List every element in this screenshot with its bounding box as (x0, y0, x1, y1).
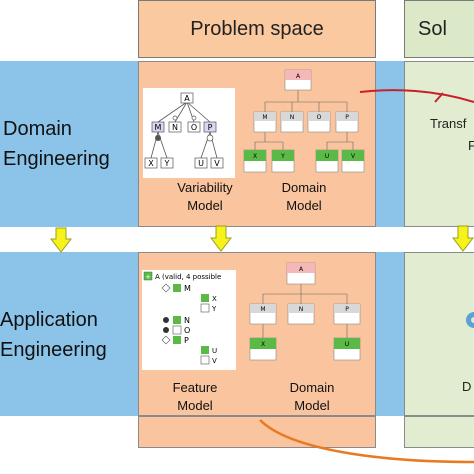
solution-application-panel (404, 252, 474, 416)
dbot-l2-0: X (261, 341, 265, 348)
var-node-a: A (184, 94, 190, 103)
dtop-l1-2: O (317, 114, 322, 121)
domain-bottom-caption-line2: Model (294, 398, 330, 413)
domain-engineering-label: Domain Engineering (3, 114, 138, 174)
solution-space-header: Sol (404, 0, 474, 58)
variability-model-image: A M N O P X Y U V (143, 88, 235, 178)
dtop-l1-0: M (262, 114, 267, 121)
feature-item-y: Y (211, 305, 217, 313)
feature-model-image: + A (valid, 4 possible M X Y N O P U V (142, 270, 236, 370)
variability-caption-line1: Variability (177, 180, 233, 195)
feature-caption-line2: Model (177, 398, 213, 413)
feature-item-m: M (184, 284, 191, 293)
variability-caption-line2: Model (187, 198, 223, 213)
feature-caption-line1: Feature (172, 380, 218, 395)
solution-domain-panel (404, 61, 474, 227)
dbot-l1-1: N (299, 306, 304, 313)
dtop-l2-3: V (351, 153, 356, 160)
dtop-l2-1: Y (280, 153, 285, 160)
domain-model-bottom-caption: Domain Model (267, 379, 357, 415)
solution-bottom-strip (404, 416, 474, 448)
domain-model-bottom-graphic: A M N P X U (249, 262, 361, 361)
dbot-l2-1: U (345, 341, 349, 348)
var-node-v: V (214, 159, 220, 168)
domain-model-top-image: A M N O P X Y U V (237, 66, 367, 178)
variability-model-graphic: A M N O P X Y U V (144, 92, 224, 169)
svg-text:+: + (145, 273, 151, 281)
var-node-m: M (155, 123, 162, 132)
dbot-l1-2: P (345, 306, 349, 313)
feature-item-n: N (184, 316, 190, 325)
feature-model-caption: Feature Model (150, 379, 240, 415)
var-node-o: O (191, 123, 197, 132)
var-node-y: Y (164, 159, 170, 168)
dbot-l1-0: M (260, 306, 265, 313)
arrow-domain-to-application-right (452, 225, 474, 252)
var-node-n: N (172, 123, 178, 132)
application-engineering-label: Application Engineering (0, 305, 135, 365)
solution-bottom-text: D (462, 379, 472, 394)
problem-space-header: Problem space (138, 0, 376, 58)
dtop-l2-0: X (253, 153, 257, 160)
solution-bottom-label: D (462, 379, 471, 394)
dbot-root: A (299, 266, 304, 273)
application-engineering-line2: Engineering (0, 339, 107, 361)
domain-engineering-line2: Engineering (3, 148, 110, 170)
arrow-domain-to-application-middle (210, 225, 232, 252)
transform-label: Transf F (430, 113, 474, 157)
domain-bottom-caption-line1: Domain (289, 380, 335, 395)
problem-bottom-strip (138, 416, 376, 448)
arrow-domain-to-application-left (50, 227, 72, 253)
domain-model-bottom-image: A M N P X U (237, 258, 369, 370)
dtop-root: A (296, 73, 301, 80)
bottom-flow-curve (259, 419, 474, 464)
feature-item-p: P (184, 336, 189, 345)
problem-application-panel (138, 252, 376, 416)
domain-top-caption-line2: Model (286, 198, 322, 213)
dtop-l1-1: N (290, 114, 295, 121)
feature-item-v: V (212, 357, 217, 365)
domain-engineering-line1: Domain (3, 118, 72, 140)
transform-line2: F (468, 138, 474, 153)
dtop-l1-3: P (345, 114, 349, 121)
problem-space-label: Problem space (190, 17, 324, 40)
feature-item-x: X (212, 295, 217, 303)
dtop-l2-2: U (325, 153, 329, 160)
domain-model-top-caption: Domain Model (259, 179, 349, 215)
solution-space-label: Sol (418, 17, 447, 40)
var-node-u: U (198, 159, 204, 168)
feature-item-u: U (212, 347, 217, 355)
var-node-x: X (148, 159, 154, 168)
feature-model-graphic: + A (valid, 4 possible M X Y N O P U V (143, 271, 221, 365)
feature-item-o: O (184, 326, 190, 335)
transformation-arrow (359, 89, 474, 103)
feature-root-label: A (valid, 4 possible (155, 273, 221, 281)
var-node-p: P (208, 123, 213, 132)
domain-model-top-graphic: A M N O P X Y U V (243, 69, 365, 173)
transform-line1: Transf (430, 116, 467, 131)
gear-icon (462, 308, 474, 332)
domain-top-caption-line1: Domain (281, 180, 327, 195)
variability-model-caption: Variability Model (160, 179, 250, 215)
application-engineering-line1: Application (0, 309, 98, 331)
